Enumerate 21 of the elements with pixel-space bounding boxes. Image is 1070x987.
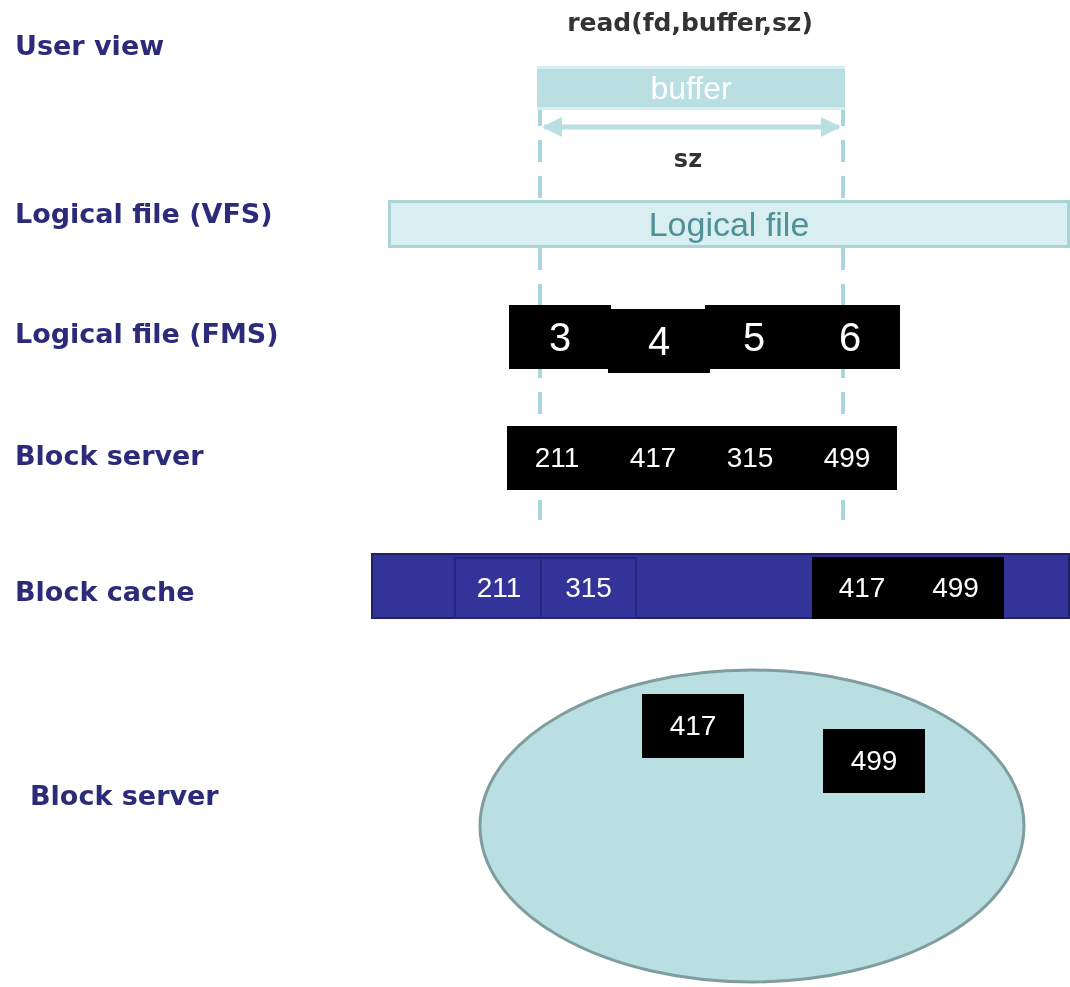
block-box: 4: [608, 309, 710, 373]
block-box: 315: [700, 426, 800, 490]
row-label: Logical file (VFS): [15, 198, 273, 229]
row-label: Block server: [30, 780, 219, 811]
row-label: Block cache: [15, 576, 195, 607]
block-box: 6: [800, 305, 900, 369]
block-box: 3: [509, 305, 611, 369]
size-label: sz: [673, 145, 703, 173]
row-label: Block server: [15, 440, 204, 471]
block-box: 499: [823, 729, 925, 793]
logical-file-bar: Logical file: [388, 200, 1070, 248]
function-call-text: read(fd,buffer,sz): [567, 8, 813, 37]
buffer-bar: buffer: [537, 66, 845, 110]
cache-block-box: 315: [540, 557, 637, 619]
row-label: User view: [15, 30, 165, 61]
block-box: 499: [797, 426, 897, 490]
block-box: 417: [642, 694, 744, 758]
block-cache-bar: [371, 553, 1070, 619]
block-box: 5: [705, 305, 803, 369]
row-label: Logical file (FMS): [15, 318, 279, 349]
disk-ellipse: [478, 668, 1026, 984]
